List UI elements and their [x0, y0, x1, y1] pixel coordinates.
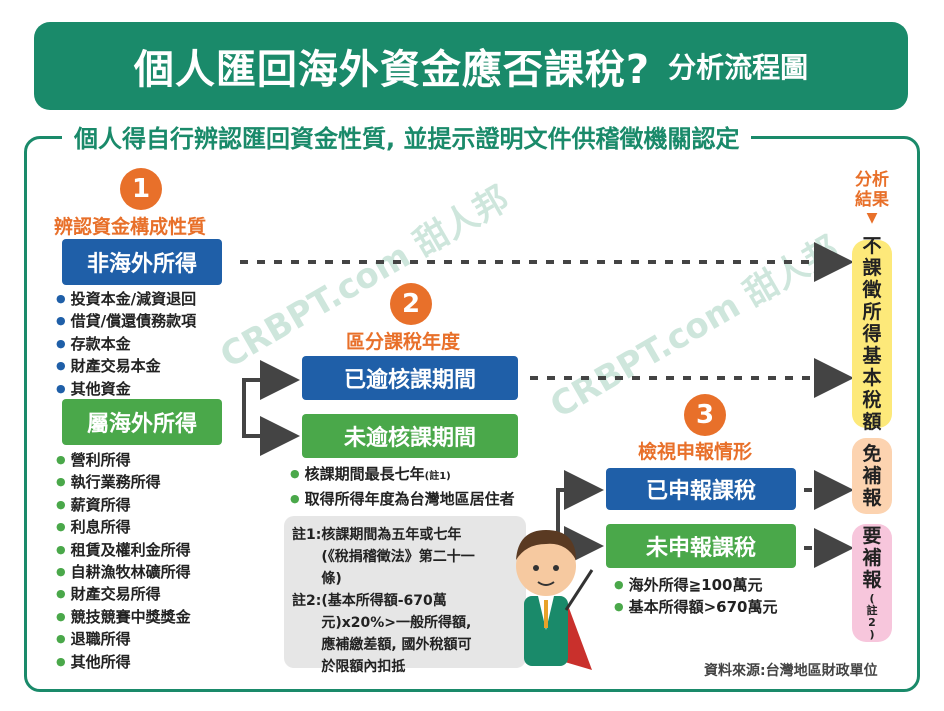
list-item: 存款本金 — [56, 333, 196, 355]
step3-number: 3 — [684, 394, 726, 436]
list-item: 借貸/償還債務款項 — [56, 310, 196, 332]
result-exempt: 免 補 報 — [852, 438, 892, 514]
list-item: 投資本金/減資退回 — [56, 288, 196, 310]
down-arrow-icon: ▼ — [866, 210, 878, 226]
list-item: 退職所得 — [56, 628, 191, 650]
not-filed-box: 未申報課稅 — [606, 524, 796, 568]
step3-title: 檢視申報情形 — [638, 441, 753, 463]
period-note-1: 核課期間最長七年(註1) — [290, 463, 515, 488]
note1-text: 核課期間為五年或七年(《稅捐稽徵法》第二十一條) — [321, 527, 475, 587]
period-notes: 核課期間最長七年(註1) 取得所得年度為台灣地區居住者 — [290, 463, 515, 511]
list-item: 其他所得 — [56, 651, 191, 673]
not-expired-period-box: 未逾核課期間 — [302, 414, 518, 458]
notes-box: 註1: 核課期間為五年或七年(《稅捐稽徵法》第二十一條) 註2: (基本所得額-… — [284, 516, 526, 675]
page-title: 個人匯回海外資金應否課稅? — [133, 47, 651, 93]
list-item: 租賃及權利金所得 — [56, 539, 191, 561]
filed-box: 已申報課稅 — [606, 468, 796, 510]
note2-label: 註2: — [292, 593, 322, 609]
list-item: 財產交易所得 — [56, 583, 191, 605]
list-item: 執行業務所得 — [56, 471, 191, 493]
foreign-list: 營利所得 執行業務所得 薪資所得 利息所得 租賃及權利金所得 自耕漁牧林礦所得 … — [56, 449, 191, 673]
list-item: 利息所得 — [56, 516, 191, 538]
presenter-character-illustration — [516, 530, 594, 670]
note1-ref: (註1) — [424, 471, 451, 482]
page-subtitle: 分析流程圖 — [668, 51, 809, 84]
period-note-2: 取得所得年度為台灣地區居住者 — [290, 488, 515, 510]
threshold-item: 基本所得額>670萬元 — [614, 596, 778, 618]
step2-number: 2 — [390, 283, 432, 325]
step1-title: 辨認資金構成性質 — [54, 216, 207, 238]
non-foreign-list: 投資本金/減資退回 借貸/償還債務款項 存款本金 財產交易本金 其他資金 — [56, 288, 196, 400]
threshold-item: 海外所得≧100萬元 — [614, 574, 778, 596]
result-required: 要 補 報 ( 註 2 ) — [852, 524, 892, 642]
result-header: 分析 結果 ▼ — [842, 170, 902, 226]
non-foreign-income-box: 非海外所得 — [62, 239, 222, 285]
note1-label: 註1: — [292, 527, 322, 543]
step2-title: 區分課稅年度 — [346, 331, 461, 353]
list-item: 薪資所得 — [56, 494, 191, 516]
list-item: 財產交易本金 — [56, 355, 196, 377]
foreign-income-box: 屬海外所得 — [62, 399, 222, 445]
note2-text: (基本所得額-670萬元)x20%>一般所得額, 應補繳差額, 國外稅額可於限額… — [321, 593, 472, 675]
result-required-note: ( 註 2 ) — [866, 592, 878, 641]
title-bar: 個人匯回海外資金應否課稅? 分析流程圖 — [34, 22, 908, 110]
expired-period-box: 已逾核課期間 — [302, 356, 518, 400]
step1-number: 1 — [120, 168, 162, 210]
threshold-list: 海外所得≧100萬元 基本所得額>670萬元 — [614, 574, 778, 619]
source-note: 資料來源:台灣地區財政單位 — [704, 663, 878, 679]
frame-caption: 個人得自行辨認匯回資金性質, 並提示證明文件供稽徵機關認定 — [62, 119, 752, 154]
result-no-tax: 不 課 徵 所 得 基 本 稅 額 — [852, 235, 892, 433]
list-item: 競技競賽中獎獎金 — [56, 606, 191, 628]
list-item: 其他資金 — [56, 378, 196, 400]
list-item: 營利所得 — [56, 449, 191, 471]
list-item: 自耕漁牧林礦所得 — [56, 561, 191, 583]
